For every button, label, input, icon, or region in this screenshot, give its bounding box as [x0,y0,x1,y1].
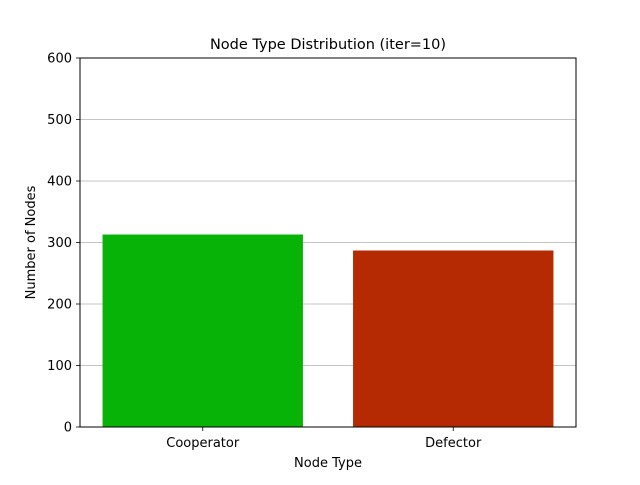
y-axis-label: Number of Nodes [24,185,39,299]
y-tick-label: 100 [47,359,72,374]
bar-defector [353,250,554,427]
chart-title: Node Type Distribution (iter=10) [210,37,446,53]
y-tick-label: 600 [47,52,72,67]
y-tick-label: 0 [64,421,72,436]
y-tick-label: 500 [47,113,72,128]
y-tick-label: 200 [47,298,72,313]
y-tick-label: 300 [47,236,72,251]
x-tick-label: Cooperator [166,436,240,451]
bars [102,234,554,427]
bar-cooperator [102,234,303,427]
x-axis-label: Node Type [294,456,362,471]
y-tick-label: 400 [47,175,72,190]
x-axis-ticks: Cooperator Defector [166,427,482,451]
y-axis-ticks: 0 100 200 300 400 500 600 [47,52,80,436]
x-tick-label: Defector [425,436,482,451]
